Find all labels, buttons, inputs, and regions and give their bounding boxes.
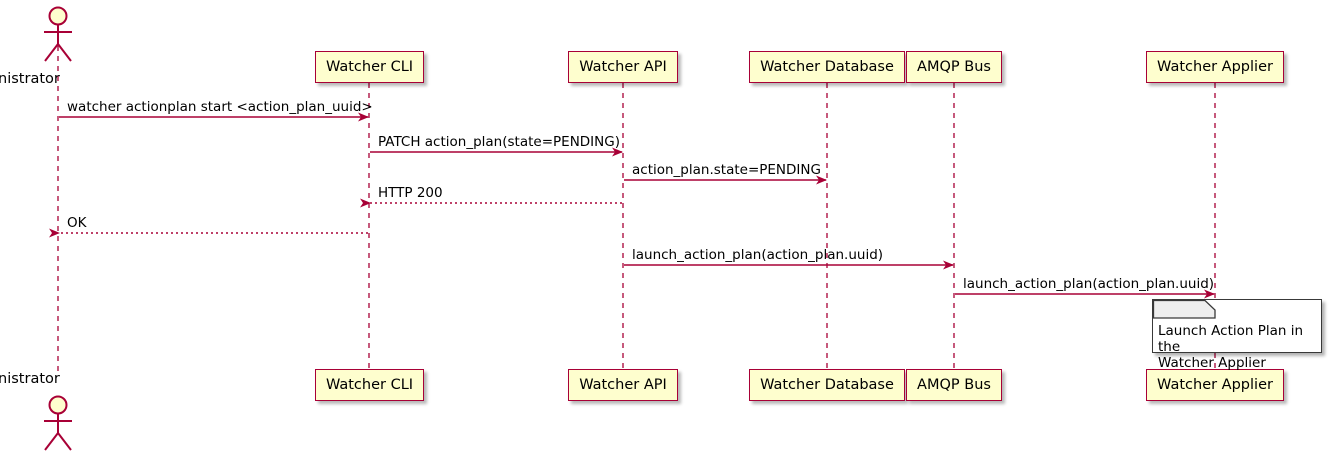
participant-box-watcher-database: Watcher Database <box>749 369 905 401</box>
participant-box-watcher-applier: Watcher Applier <box>1146 369 1284 401</box>
message-label-msg-3: action_plan.state=PENDING <box>632 162 821 178</box>
message-label-msg-2: PATCH action_plan(state=PENDING) <box>378 134 620 150</box>
participant-box-watcher-api: Watcher API <box>568 369 678 401</box>
participant-label-administrator: Administrator <box>0 71 60 87</box>
ref-fragment-text: Launch Action Plan in the Watcher Applie… <box>1158 323 1304 371</box>
participant-box-watcher-database: Watcher Database <box>749 51 905 83</box>
message-label-msg-4: HTTP 200 <box>378 185 443 201</box>
message-label-msg-1: watcher actionplan start <action_plan_uu… <box>67 99 373 115</box>
participant-box-watcher-applier: Watcher Applier <box>1146 51 1284 83</box>
participant-label-administrator: Administrator <box>0 371 60 387</box>
actor-figure-administrator-bottom <box>44 395 72 451</box>
actor-figures-group <box>44 6 72 451</box>
actor-figure-administrator-top <box>44 6 72 62</box>
lifelines-group <box>57 46 1216 376</box>
participant-box-watcher-cli: Watcher CLI <box>315 51 424 83</box>
participant-box-watcher-cli: Watcher CLI <box>315 369 424 401</box>
message-label-msg-7: launch_action_plan(action_plan.uuid) <box>963 276 1215 292</box>
messages-group <box>49 112 1215 299</box>
message-label-msg-5: OK <box>67 215 87 231</box>
message-label-msg-6: launch_action_plan(action_plan.uuid) <box>632 247 884 263</box>
ref-fragment-tab-shape <box>1153 300 1216 319</box>
participant-box-amqp-bus: AMQP Bus <box>906 369 1002 401</box>
participant-box-amqp-bus: AMQP Bus <box>906 51 1002 83</box>
participant-box-watcher-api: Watcher API <box>568 51 678 83</box>
